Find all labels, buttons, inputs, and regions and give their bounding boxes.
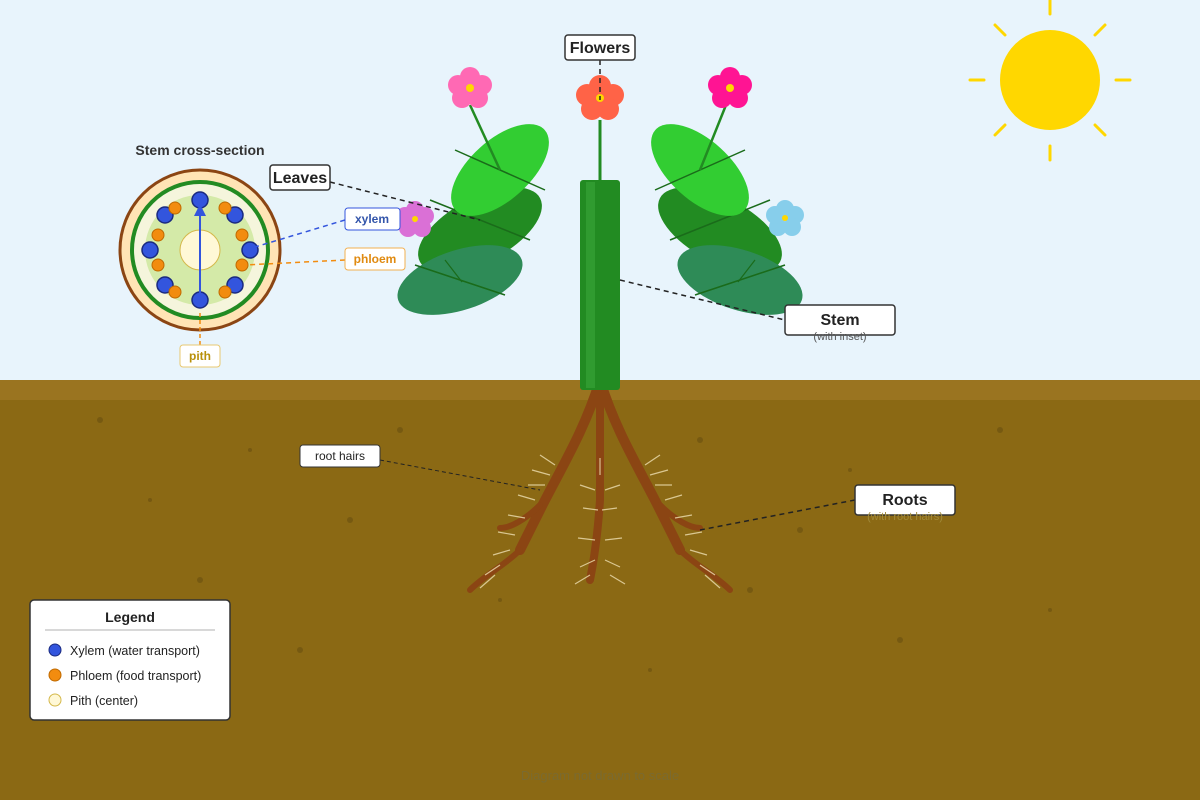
xylem-swatch-icon	[48, 643, 62, 657]
legend-item: Xylem (water transport)	[48, 643, 200, 658]
flowers-label-text: Flowers	[570, 40, 631, 57]
stem	[580, 120, 620, 390]
pith-swatch-icon	[48, 693, 62, 707]
footer-note: Diagram not drawn to scale	[521, 768, 679, 783]
leaves-label: Leaves	[269, 164, 331, 191]
leader-lines	[199, 60, 856, 531]
roots	[467, 375, 733, 593]
xylem-label: xylem	[344, 207, 401, 231]
sun-icon	[968, 0, 1132, 162]
legend-item: Pith (center)	[48, 693, 138, 708]
legend-item-label: Xylem (water transport)	[70, 644, 200, 658]
root-hairs-label-text: root hairs	[315, 449, 365, 463]
phloem-swatch-icon	[48, 668, 62, 682]
root-hairs-label: root hairs	[299, 444, 381, 468]
roots-label: Roots (with root hairs)	[854, 484, 956, 523]
root-hairs	[479, 454, 721, 589]
stem-label-subtext: (with inset)	[813, 331, 866, 343]
pith-label: pith	[179, 344, 221, 368]
legend-item-label: Phloem (food transport)	[70, 669, 201, 683]
soil-specks	[97, 417, 1052, 672]
flower-magenta-icon	[708, 67, 752, 108]
water-flow-arrow-icon	[194, 204, 206, 216]
roots-label-subtext: (with root hairs)	[867, 511, 943, 523]
phloem-label: phloem	[344, 247, 406, 271]
flower-blue-icon	[766, 200, 804, 236]
stem-cross-section	[118, 168, 282, 332]
leaves-right	[651, 94, 803, 315]
phloem-bundles	[151, 201, 249, 299]
legend-item-label: Pith (center)	[70, 694, 138, 708]
stem-label: Stem (with inset)	[784, 304, 896, 343]
phloem-label-text: phloem	[354, 252, 397, 266]
cross-section-title: Stem cross-section	[135, 142, 264, 158]
xylem-label-text: xylem	[355, 212, 389, 226]
flowers-label: Flowers	[564, 34, 636, 61]
flower-red-icon	[576, 75, 624, 120]
legend: Legend Xylem (water transport) Phloem (f…	[29, 599, 231, 721]
stem-label-text: Stem	[820, 312, 859, 329]
xylem-bundles	[141, 191, 259, 309]
pith-label-text: pith	[189, 349, 211, 363]
legend-item: Phloem (food transport)	[48, 668, 201, 683]
leaves-left	[397, 104, 549, 315]
roots-label-text: Roots	[882, 492, 927, 509]
flower-pink-icon	[448, 67, 492, 108]
leaves-label-text: Leaves	[273, 170, 327, 187]
legend-title: Legend	[105, 609, 155, 625]
